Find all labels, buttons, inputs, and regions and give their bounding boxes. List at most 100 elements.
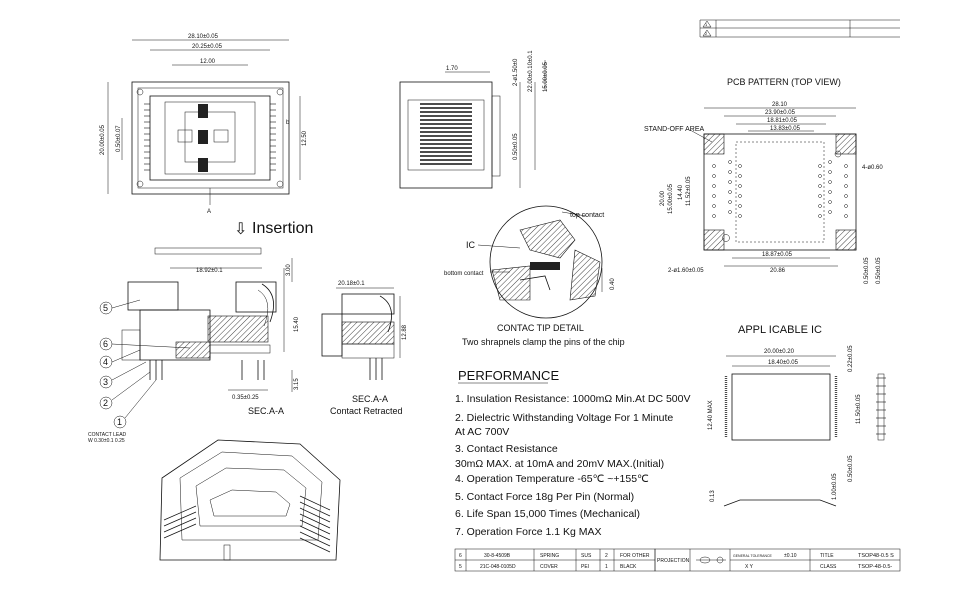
- svg-text:5: 5: [103, 303, 108, 313]
- bottom-contact-label: bottom contact: [444, 271, 484, 277]
- class-value: TSOP-48-0.5-: [858, 564, 892, 570]
- ic-label: IC: [466, 240, 476, 250]
- dim-side-holes: 2-ø1.50±0: [513, 58, 519, 86]
- pcb-title: PCB PATTERN (TOP VIEW): [727, 77, 841, 87]
- contact-lead-dim: W 0.30±0.1 0.25: [88, 438, 125, 444]
- dim-side-offset: 1.70: [446, 66, 458, 72]
- ic-dim-5: 11.50±0.05: [856, 394, 862, 424]
- dim-center-width: 12.00: [200, 59, 216, 65]
- callout-4: 4: [99, 349, 141, 369]
- title-label: TITLE: [820, 553, 834, 559]
- b-mark: b: [286, 120, 290, 126]
- rev-mark-1: 1: [705, 22, 708, 27]
- standoff-label: STAND-OFF AREA: [644, 126, 704, 133]
- bom-5-material: PEI: [581, 564, 589, 570]
- bom-5-no: 5: [459, 564, 462, 570]
- dim-pin-span: 12.50: [302, 130, 308, 146]
- dim-sec-width: 18.92±0.1: [196, 268, 223, 274]
- dim-contact-gap: 0.40: [610, 278, 616, 290]
- insertion-arrow: ⇩: [234, 221, 247, 238]
- dim-side-pitch: 0.50±0.05: [513, 133, 519, 160]
- pcb-dim-3: 18.81±0.05: [767, 118, 798, 124]
- pcb-dim-7: 14.40: [678, 184, 684, 200]
- contact-detail-view: top contact IC bottom contact 0.40 CONTA…: [444, 205, 625, 347]
- contact-detail-caption: Two shrapnels clamp the pins of the chip: [462, 337, 625, 347]
- pcb-dim-1: 28.10: [772, 102, 788, 108]
- performance-item-6: 6. Life Span 15,000 Times (Mechanical): [455, 508, 640, 520]
- dim-sec-height: 15.40: [294, 316, 300, 332]
- bom-5-part: 21C-048-0105D: [480, 564, 516, 570]
- performance-item-4: 4. Operation Temperature -65℃ ~+155℃: [455, 473, 649, 485]
- pcb-pattern-view: PCB PATTERN (TOP VIEW) 28.10: [644, 77, 883, 284]
- bom-6-finish: FOR OTHER: [620, 553, 650, 559]
- contact-detail-title: CONTAC TIP DETAIL: [497, 323, 584, 333]
- dim-retracted-width: 20.18±0.1: [338, 281, 365, 287]
- svg-text:6: 6: [103, 339, 108, 349]
- ic-dim-7: 0.50±0.05: [848, 455, 854, 482]
- front-view: 28.10±0.05 20.25±0.05 12.00 20.00±0.05 0…: [100, 34, 308, 215]
- applicable-ic-title: APPL ICABLE IC: [738, 324, 822, 336]
- rev-mark-2: 2: [705, 31, 708, 36]
- contact-lead-label: CONTACT LEAD: [88, 432, 127, 438]
- applicable-ic-view: APPL ICABLE IC 20.00±0.20 18.40±0.05 12.…: [708, 324, 886, 507]
- pcb-dim-13: 0.50±0.05: [864, 257, 870, 284]
- bom-5-name: COVER: [540, 564, 558, 570]
- pcb-dim-4: 13.83±0.05: [770, 126, 801, 132]
- pcb-dim-5: 20.00: [660, 190, 666, 206]
- bom-6-qty: 2: [605, 553, 608, 559]
- isometric-view: [159, 439, 341, 561]
- top-contact-label: top contact: [570, 212, 604, 219]
- xy-label: X Y: [745, 564, 754, 570]
- performance-section: PERFORMANCE 1. Insulation Resistance: 10…: [455, 368, 690, 538]
- bom-6-material: SUS: [581, 553, 592, 559]
- ic-dim-4: 0.22±0.05: [848, 345, 854, 372]
- bom-6-name: SPRING: [540, 553, 559, 559]
- callout-3: 3: [99, 361, 147, 389]
- pcb-dim-12: 20.86: [770, 268, 786, 274]
- pcb-dim-9: 4-ø0.60: [862, 165, 883, 171]
- pcb-dim-2: 23.90±0.05: [765, 110, 796, 116]
- insertion-text: Insertion: [252, 220, 313, 237]
- dim-inner-width: 20.25±0.05: [192, 44, 223, 50]
- dim-sec-top: 3.00: [286, 264, 292, 276]
- dim-overall-width: 28.10±0.05: [188, 34, 219, 40]
- dim-sec-bottom: 3.15: [294, 378, 300, 390]
- performance-item-2: 2. Dielectric Withstanding Voltage For 1…: [455, 412, 673, 424]
- svg-text:3: 3: [103, 377, 108, 387]
- ic-dim-2: 18.40±0.05: [768, 360, 799, 366]
- ic-dim-1: 20.00±0.20: [764, 349, 795, 355]
- performance-item-3b: 30mΩ MAX. at 10mA and 20mV MAX.(Initial): [455, 458, 664, 470]
- projection-label: PROJECTION: [657, 558, 690, 564]
- performance-item-7: 7. Operation Force 1.1 Kg MAX: [455, 526, 602, 538]
- svg-text:2: 2: [103, 398, 108, 408]
- bom-5-finish: BLACK: [620, 564, 637, 570]
- callout-6: 6: [99, 337, 191, 351]
- callout-2: 2: [99, 371, 151, 410]
- pcb-dim-8: 11.52±0.05: [686, 176, 692, 206]
- dim-pitch: 0.50±0.07: [116, 125, 122, 152]
- performance-title: PERFORMANCE: [458, 368, 559, 383]
- performance-item-3: 3. Contact Resistance: [455, 443, 558, 455]
- callout-5: 5: [99, 299, 141, 315]
- ic-dim-3: 12.40 MAX: [708, 400, 714, 430]
- class-label: CLASS: [820, 564, 837, 570]
- section-aa-view: 18.92±0.1 3.00 15.40 0.35±0.25 3.15 5 6 …: [88, 247, 300, 444]
- section-retracted-view: 20.18±0.1 12.88 SEC.A-A Contact Retracte…: [321, 281, 408, 416]
- dim-side-total: 22.00±0.10±0.1: [528, 50, 534, 92]
- pcb-dim-11: 18.87±0.05: [762, 252, 793, 258]
- performance-item-1: 1. Insulation Resistance: 1000mΩ Min.At …: [455, 393, 690, 405]
- dim-retracted-height: 12.88: [402, 324, 408, 340]
- revision-box: 1 2: [699, 19, 900, 38]
- title-value: TSOP48-0.5 S: [858, 553, 894, 559]
- insertion-label: ⇩ Insertion: [234, 220, 313, 238]
- side-view: 1.70 2-ø1.50±0 22.00±0.10±0.1 15.00±0.05…: [399, 50, 549, 189]
- pcb-dim-6: 15.00±0.05: [668, 183, 674, 214]
- callout-1: 1: [113, 379, 157, 429]
- svg-text:4: 4: [103, 357, 108, 367]
- section-aa-caption: SEC.A-A: [248, 406, 284, 416]
- tolerance-label: GENERAL TOLERANCE: [733, 554, 773, 558]
- performance-item-2b: At AC 700V: [455, 426, 509, 438]
- pcb-dim-14: 0.50±0.05: [876, 257, 882, 284]
- svg-text:1: 1: [117, 417, 122, 427]
